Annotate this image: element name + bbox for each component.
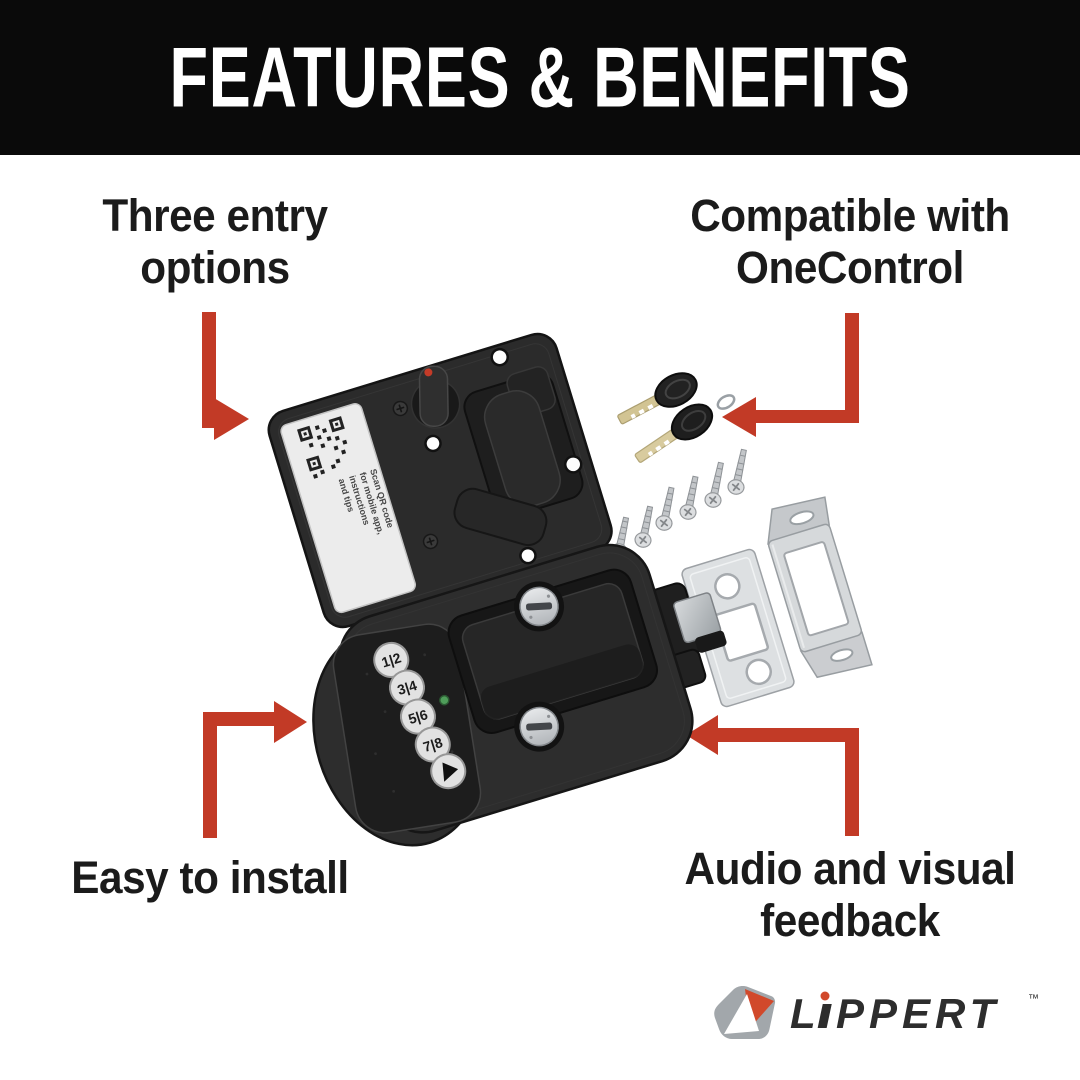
arrow-shaft — [203, 712, 275, 726]
key-2 — [634, 403, 714, 463]
callout-compatible-onecontrol: Compatible with OneControl — [650, 190, 1050, 294]
screw-hole — [490, 347, 509, 367]
lock-cylinder-top — [514, 581, 565, 632]
screw — [634, 505, 654, 548]
svg-text:PPERT: PPERT — [836, 990, 1000, 1037]
header-bar: FEATURES & BENEFITS — [0, 0, 1080, 155]
screw — [704, 461, 724, 508]
strike-plate-flat — [681, 548, 795, 708]
screw-hole — [519, 546, 537, 565]
plate-screw — [422, 533, 439, 550]
callout-line: OneControl — [736, 242, 964, 294]
arrow-head — [274, 701, 307, 743]
page-title: FEATURES & BENEFITS — [169, 29, 911, 125]
keypad-button-label: 3|4 — [395, 677, 419, 698]
plate-screw — [392, 400, 409, 417]
screw-hole — [563, 455, 583, 474]
keypad-button-1-2: 1|2 — [373, 641, 410, 678]
screw — [655, 486, 675, 531]
callout-line: options — [140, 242, 290, 294]
callout-audio-visual-feedback: Audio and visual feedback — [650, 843, 1050, 947]
strike-hole — [745, 658, 772, 686]
logo-letter-l: L — [790, 990, 821, 1037]
lippert-logo: L PPERT ™ — [714, 986, 1039, 1039]
callout-line: Audio and visual — [684, 843, 1016, 894]
arrow-shaft — [202, 312, 216, 428]
led-indicator — [439, 694, 450, 706]
qr-code-icon — [297, 416, 348, 479]
callout-line: Easy to install — [71, 852, 349, 903]
callout-line: feedback — [760, 895, 940, 947]
logo-mark — [714, 986, 776, 1039]
keypad-button-label: 1|2 — [380, 649, 404, 670]
arrow-shaft — [755, 410, 859, 423]
product-illustration: Scan QR code for mobile app, instruction… — [267, 332, 873, 847]
logo-wordmark: L PPERT ™ — [790, 990, 1039, 1037]
logo-letters-ppert: PPERT — [836, 990, 1000, 1037]
deadbolt-lever — [410, 365, 461, 429]
screw — [727, 448, 747, 495]
red-dot-indicator — [424, 368, 433, 377]
lock-triangle-icon — [442, 762, 459, 782]
callout-line: Compatible with — [690, 190, 1010, 241]
keypad-button-lock — [430, 753, 467, 790]
screw — [679, 475, 699, 520]
interior-handle — [453, 366, 584, 547]
key-ring — [716, 394, 736, 410]
screw-hole — [424, 434, 442, 453]
arrow-shaft — [845, 728, 859, 836]
strike-hole — [714, 573, 741, 600]
arrow-shaft — [203, 712, 217, 838]
paddle-handle — [447, 568, 658, 734]
keypad-button-label: 7|8 — [421, 734, 445, 755]
arrow-shaft — [716, 728, 859, 742]
lock-cylinder-bottom — [514, 701, 565, 752]
keypad-button-7-8: 7|8 — [414, 726, 451, 763]
strike-plate-offset — [767, 496, 873, 679]
keypad-button-label: 5|6 — [406, 706, 430, 727]
keypad-buttons: 1|2 3|4 5|6 7|8 — [373, 641, 467, 790]
arrow-head — [214, 398, 249, 440]
mounting-screws — [610, 448, 747, 559]
arrow-head — [722, 397, 756, 437]
key-1 — [617, 372, 698, 425]
keys — [617, 372, 736, 463]
callout-three-entry-options: Three entry options — [40, 190, 390, 294]
callout-easy-to-install: Easy to install — [35, 852, 385, 904]
trademark-symbol: ™ — [1028, 993, 1039, 1005]
arrow-shaft — [845, 313, 859, 423]
logo-i-dot — [820, 991, 830, 1001]
qr-label: Scan QR code for mobile app, instruction… — [280, 403, 417, 614]
keypad-lock: 1|2 3|4 5|6 7|8 — [312, 543, 727, 847]
logo-letter-i — [817, 1004, 832, 1028]
callout-line: Three entry — [102, 190, 328, 241]
svg-text:L: L — [790, 990, 821, 1037]
